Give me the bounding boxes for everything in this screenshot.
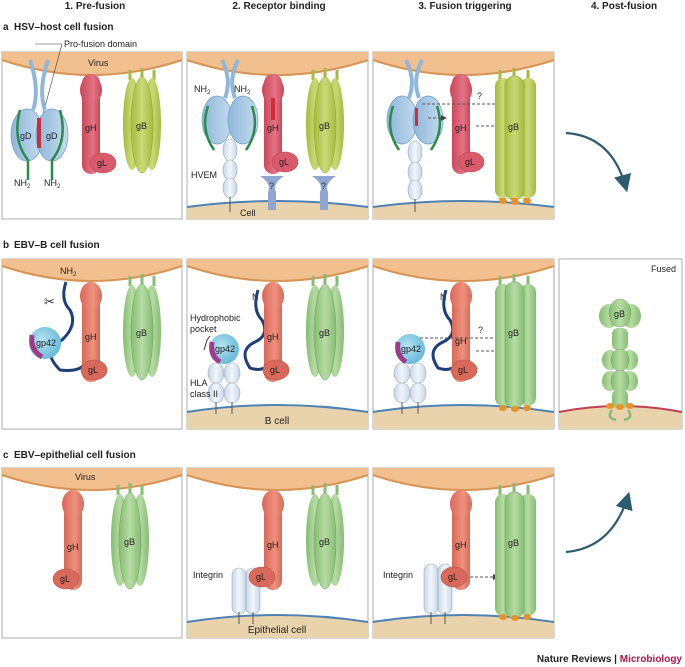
hvem-label: HVEM bbox=[191, 170, 217, 180]
unknown-receptor-1: ? bbox=[260, 176, 284, 210]
nh2-label-b1: NH2 bbox=[60, 266, 77, 278]
gL-label-a3: gL bbox=[465, 157, 475, 167]
gB-label-c2: gB bbox=[319, 537, 330, 547]
hvem-receptor bbox=[222, 138, 238, 212]
gH-label-b3: gH bbox=[455, 336, 467, 346]
panel-b2: B cell N Hydrophobic pocket gp42 HLA cla… bbox=[186, 258, 369, 430]
gL-label-c2: gL bbox=[256, 572, 266, 582]
panel-b1: NH2 ✂ gp42 gH gL gB bbox=[1, 258, 183, 430]
row-c-letter: c bbox=[3, 450, 9, 461]
nh2-label-a1-left: NH2 bbox=[14, 178, 31, 190]
panel-c3: Integrin gH gL gB bbox=[372, 467, 555, 639]
hla-label-1: HLA bbox=[190, 378, 208, 388]
stage-header-1: 1. Pre-fusion bbox=[65, 1, 126, 12]
gB-label: gB bbox=[136, 121, 147, 131]
gH-label-c3: gH bbox=[455, 540, 467, 550]
panel-b4: Fused gB bbox=[558, 258, 683, 430]
gH-label-b2: gH bbox=[267, 332, 279, 342]
gL-label-b1: gL bbox=[88, 365, 98, 375]
hydrophobic-pocket-label-1: Hydrophobic bbox=[190, 313, 241, 323]
panel-a1: Virus Pro-fusion domain gD gD NH2 NH2 gH… bbox=[1, 39, 183, 220]
gH-label-c2: gH bbox=[267, 540, 279, 550]
gB-label-a3: gB bbox=[508, 122, 519, 132]
row-b-title: EBV–B cell fusion bbox=[14, 240, 100, 251]
virus-label: Virus bbox=[88, 58, 109, 68]
panel-c1: Virus gH gL gB bbox=[1, 467, 183, 639]
hydrophobic-pocket-label-2: pocket bbox=[190, 324, 217, 334]
gL-label-b2: gL bbox=[270, 365, 280, 375]
question-mark-a3: ? bbox=[477, 91, 482, 101]
journal-credit: Nature Reviews | Microbiology bbox=[537, 654, 683, 665]
gB-label-b1: gB bbox=[136, 328, 147, 338]
fused-label: Fused bbox=[651, 264, 676, 274]
nh2-label-a2-left: NH2 bbox=[194, 84, 211, 96]
progression-arrow-a bbox=[565, 131, 632, 193]
gH-label-a3: gH bbox=[455, 123, 467, 133]
gp42-label-b3: gp42 bbox=[401, 344, 421, 354]
gH-label-c1: gH bbox=[67, 542, 79, 552]
panel-b3: N gp42 gH gL ? gB bbox=[372, 258, 555, 430]
question-mark-1: ? bbox=[269, 181, 274, 191]
gp42-label-b1: gp42 bbox=[36, 338, 56, 348]
gD-label-left: gD bbox=[20, 131, 32, 141]
integrin-label-c3: Integrin bbox=[383, 570, 413, 580]
panel-a2: Cell NH2 NH2 HVEM gH gL ? bbox=[186, 51, 369, 220]
question-mark-2: ? bbox=[321, 181, 326, 191]
gH-label-a2: gH bbox=[267, 123, 279, 133]
virus-label-c1: Virus bbox=[75, 472, 96, 482]
gH-label: gH bbox=[85, 123, 97, 133]
nh2-label-a2-right: NH2 bbox=[234, 84, 251, 96]
row-a-title: HSV–host cell fusion bbox=[14, 22, 113, 33]
question-mark-b3: ? bbox=[478, 325, 483, 335]
gB-label-c1: gB bbox=[124, 537, 135, 547]
panel-a3: gH gL ? gB bbox=[372, 51, 555, 220]
gB-label-a2: gB bbox=[319, 121, 330, 131]
scissors-icon: ✂ bbox=[44, 294, 55, 309]
row-b-letter: b bbox=[3, 240, 9, 251]
gL-label-c3: gL bbox=[448, 572, 458, 582]
gL-label-a2: gL bbox=[279, 157, 289, 167]
unknown-receptor-2: ? bbox=[312, 176, 336, 210]
epithelial-cell-label: Epithelial cell bbox=[248, 625, 306, 636]
gL-label-b3: gL bbox=[458, 365, 468, 375]
gp42-label-b2: gp42 bbox=[215, 344, 235, 354]
row-a-letter: a bbox=[3, 22, 9, 33]
cell-label: Cell bbox=[240, 208, 256, 218]
pro-fusion-domain-label: Pro-fusion domain bbox=[64, 39, 137, 49]
b-cell-label: B cell bbox=[265, 416, 289, 427]
gB-label-b3: gB bbox=[508, 328, 519, 338]
gL-label-c1: gL bbox=[60, 574, 70, 584]
nh2-label-a1-right: NH2 bbox=[44, 178, 61, 190]
gH-label-b1: gH bbox=[85, 332, 97, 342]
gD-label-right: gD bbox=[46, 131, 58, 141]
pro-fusion-domain bbox=[37, 118, 41, 148]
row-c-title: EBV–epithelial cell fusion bbox=[14, 450, 136, 461]
gB-label-b4: gB bbox=[614, 309, 625, 319]
stage-header-3: 3. Fusion triggering bbox=[418, 1, 511, 12]
integrin-label-c2: Integrin bbox=[193, 570, 223, 580]
progression-arrow-c bbox=[565, 491, 633, 554]
gB-label-b2: gB bbox=[319, 328, 330, 338]
gL-label: gL bbox=[97, 158, 107, 168]
stage-header-2: 2. Receptor binding bbox=[232, 1, 325, 12]
hla-class-ii bbox=[207, 362, 241, 414]
gB-label-c3: gB bbox=[508, 538, 519, 548]
gL bbox=[89, 152, 117, 174]
hla-label-2: class II bbox=[190, 389, 218, 399]
gB-trimer: gB bbox=[123, 68, 161, 174]
gB-postfusion: gB bbox=[599, 298, 641, 422]
stage-header-4: 4. Post-fusion bbox=[591, 1, 657, 12]
panel-c2: Epithelial cell Integrin gH gL gB bbox=[186, 467, 369, 639]
